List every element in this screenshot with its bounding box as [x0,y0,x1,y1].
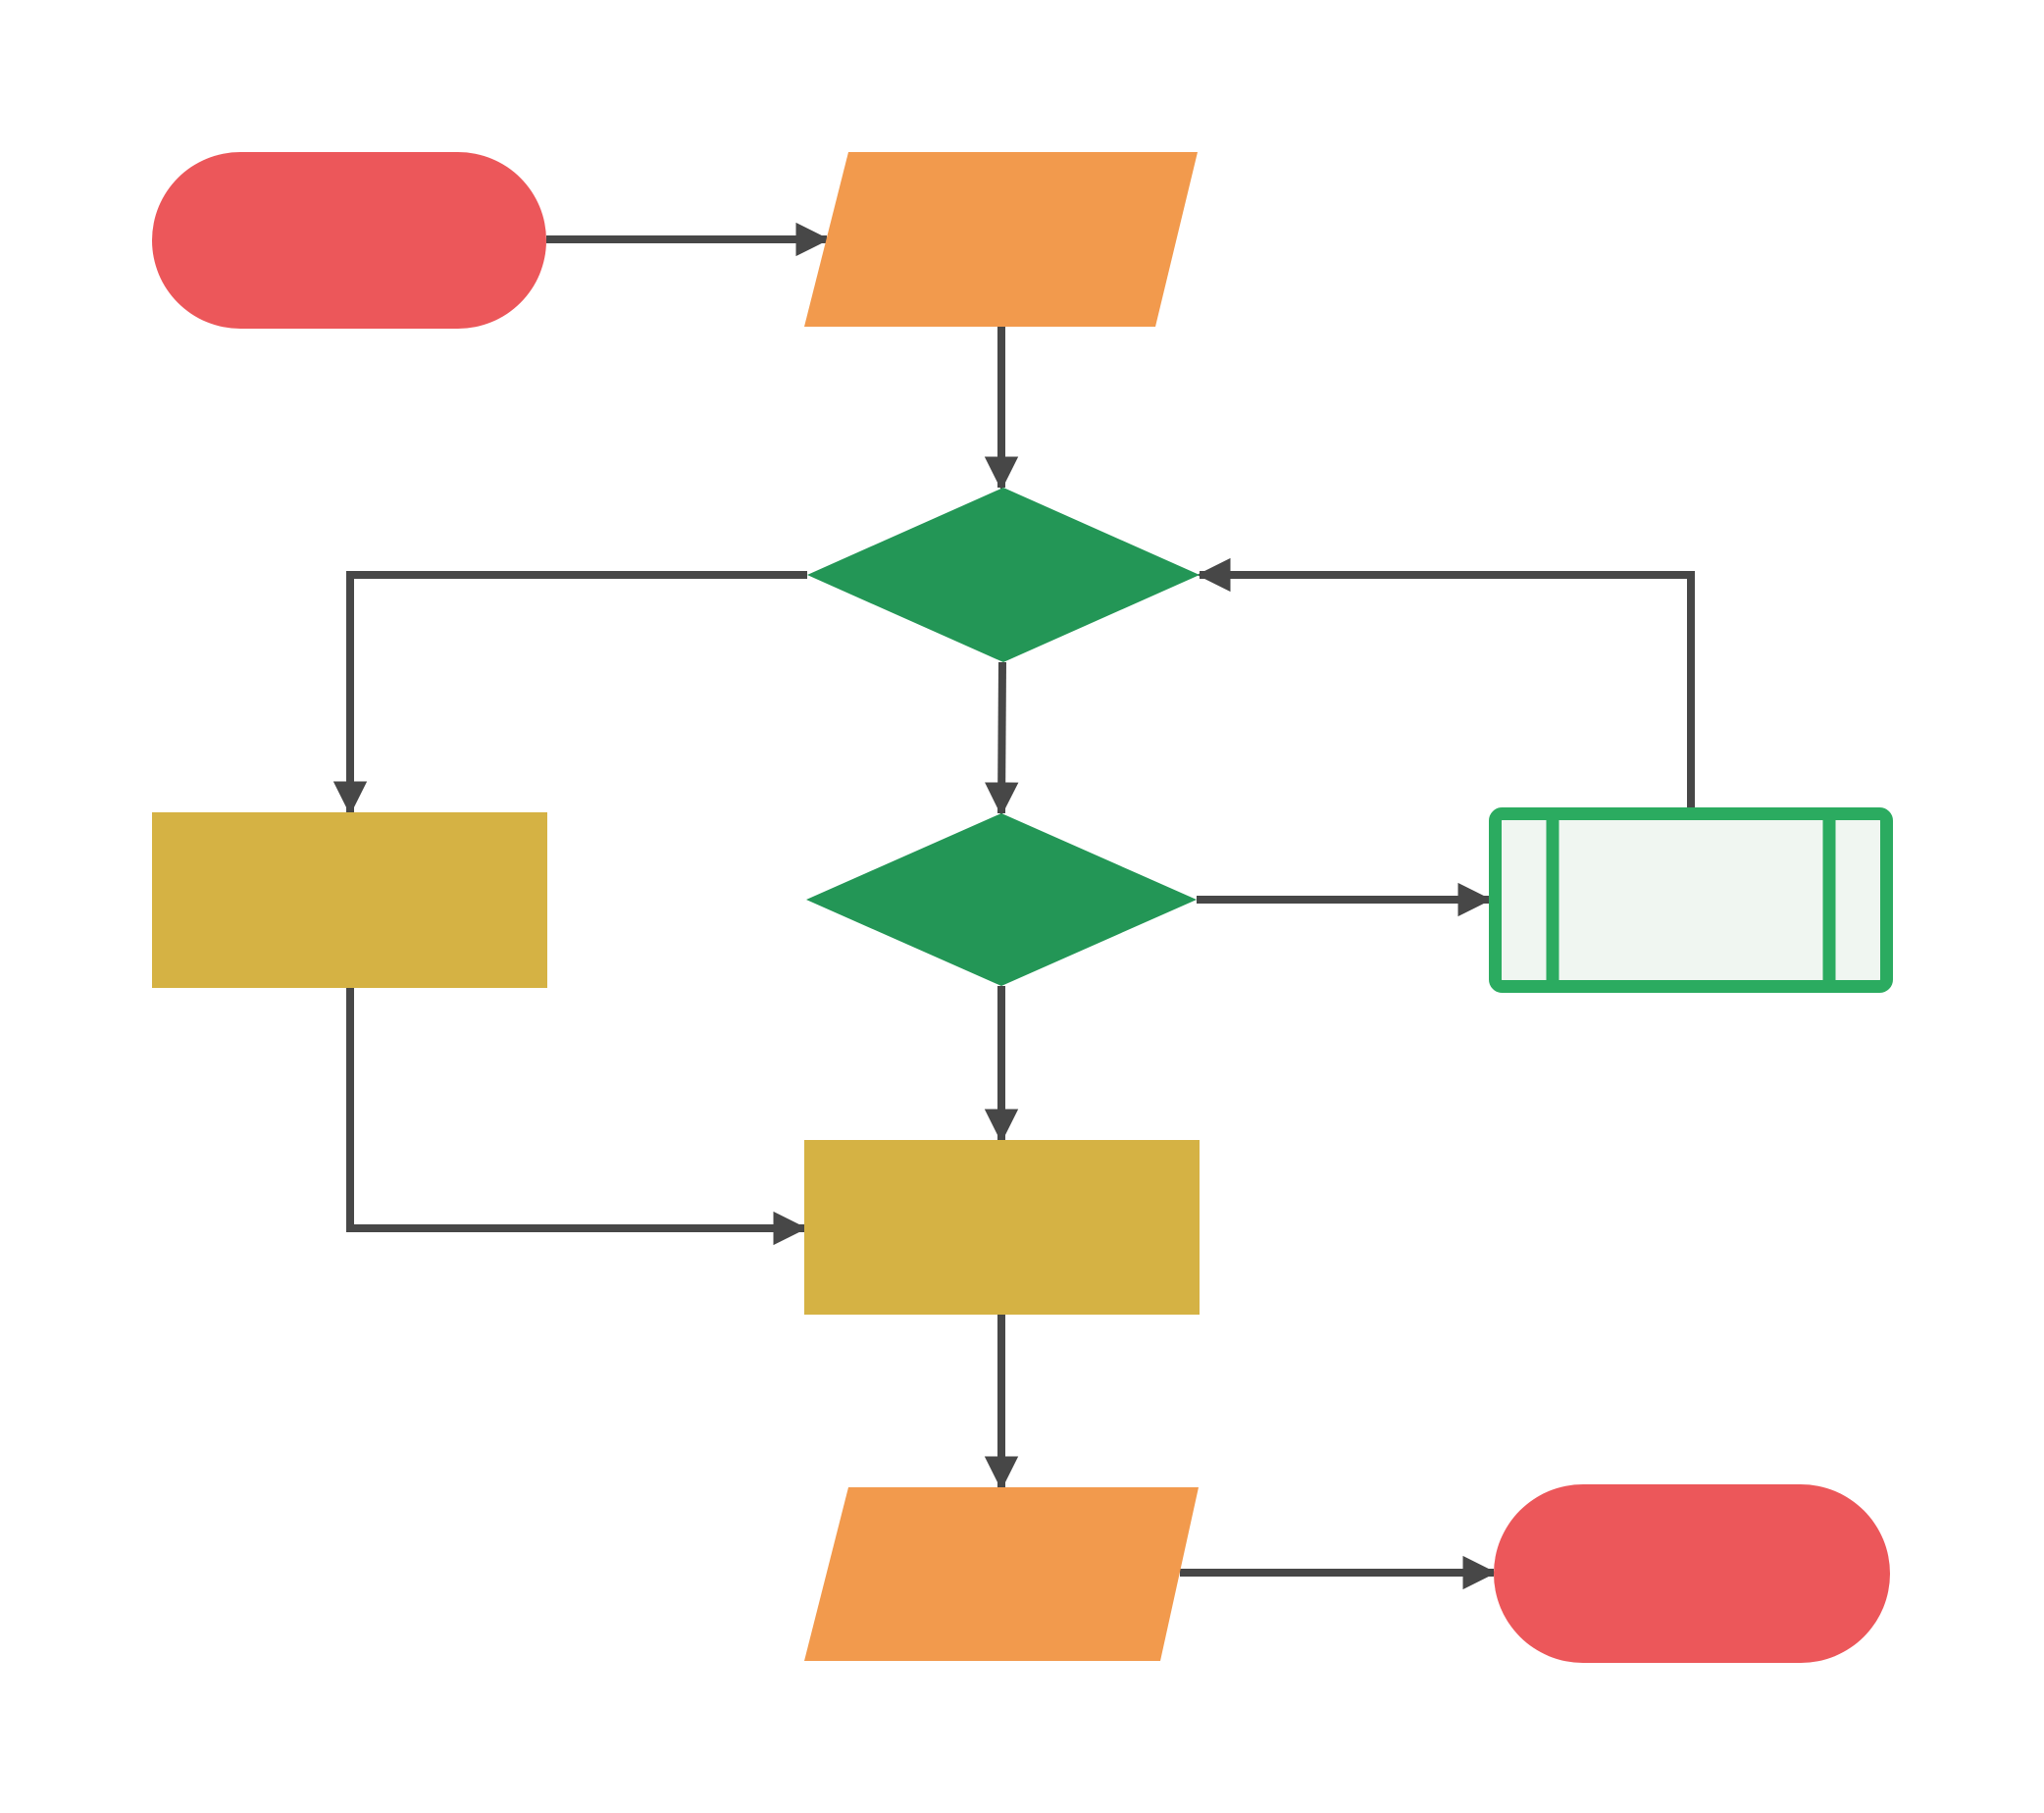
node-predefined-process [1489,807,1893,993]
edge-predefined-to-decision1 [1197,557,1695,807]
node-input-parallelogram-top [804,152,1198,327]
node-output-parallelogram-bottom [804,1487,1199,1661]
node-process-left [152,812,547,988]
edge-processleft-to-processcenter [346,988,807,1246]
node-start-terminator [152,152,546,329]
node-end-terminator [1494,1484,1890,1663]
edge-decision1-to-processleft [332,571,807,815]
node-decision-1 [807,488,1200,662]
node-decision-2 [806,813,1197,986]
edge-decision1-to-decision2 [985,661,1019,816]
node-process-center [804,1140,1200,1315]
